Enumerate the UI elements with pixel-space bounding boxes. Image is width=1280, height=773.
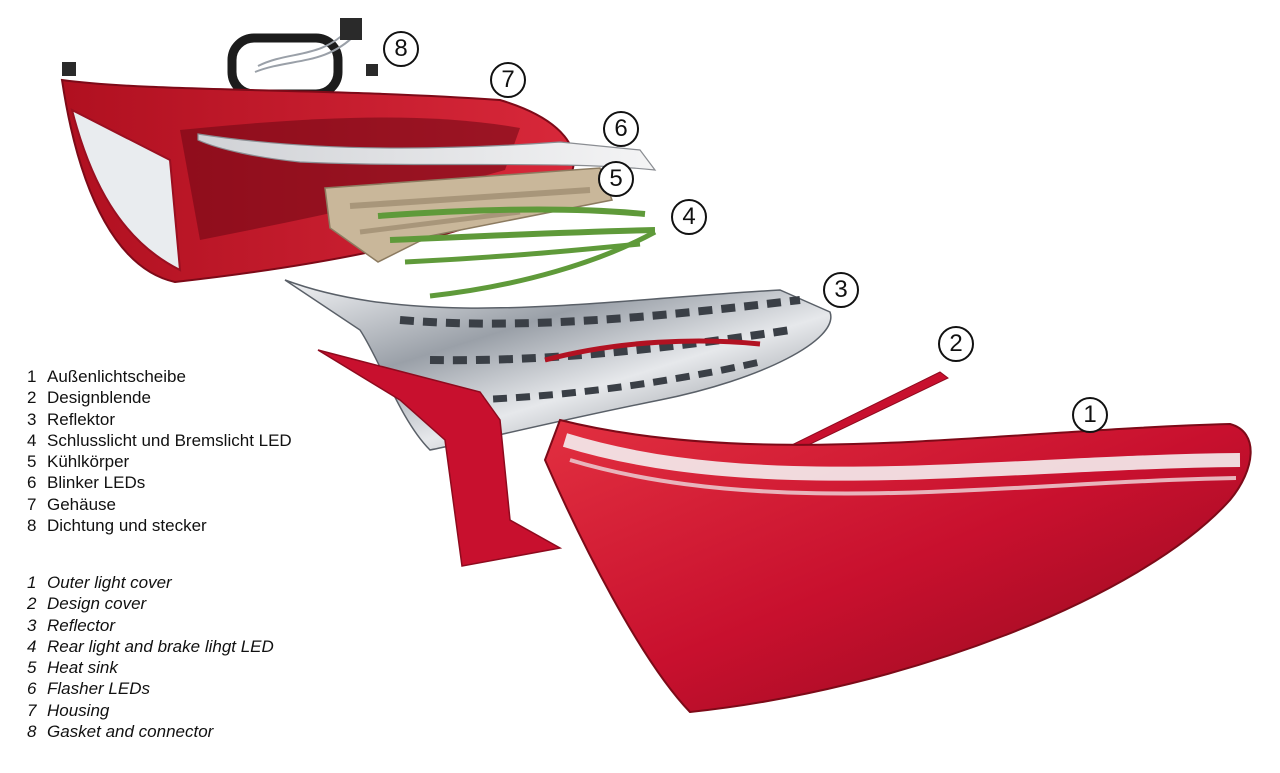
- callout-5: 5: [598, 161, 634, 197]
- callout-4: 4: [671, 199, 707, 235]
- callout-6: 6: [603, 111, 639, 147]
- callout-8: 8: [383, 31, 419, 67]
- callout-1: 1: [1072, 397, 1108, 433]
- led-board-part: [377, 206, 657, 299]
- callout-7: 7: [490, 62, 526, 98]
- outer-light-cover-part: [543, 418, 1252, 714]
- gasket-and-connector-part: [227, 18, 378, 99]
- callout-2: 2: [938, 326, 974, 362]
- flasher-leds-part: [197, 133, 657, 171]
- callout-3: 3: [823, 272, 859, 308]
